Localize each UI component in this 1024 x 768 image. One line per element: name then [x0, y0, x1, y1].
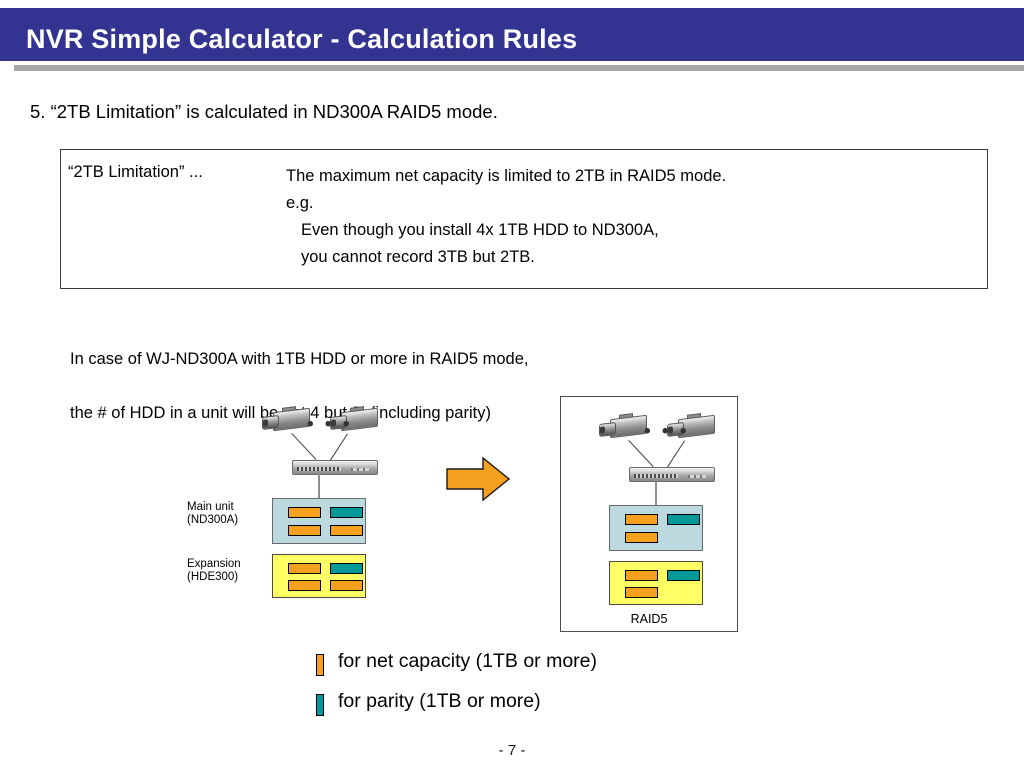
legend-label: for net capacity (1TB or more) — [338, 650, 598, 672]
hdd-net-capacity — [288, 580, 321, 591]
main-unit-label: Main unit (ND300A) — [187, 501, 239, 526]
hdd-net-capacity — [625, 570, 658, 581]
hdd-parity — [667, 570, 700, 581]
hdd-net-capacity — [625, 532, 658, 543]
hdd-net-capacity — [625, 587, 658, 598]
title-divider — [14, 64, 1024, 71]
camera-cable — [665, 440, 685, 471]
hdd-net-capacity — [288, 525, 321, 536]
definition-line-3: Even though you install 4x 1TB HDD to ND… — [301, 221, 659, 239]
page-number: - 7 - — [498, 742, 526, 759]
definition-line-4: you cannot record 3TB but 2TB. — [301, 248, 535, 266]
right-arrow-icon — [445, 456, 511, 507]
hdd-net-capacity — [288, 507, 321, 518]
net-capacity-swatch-icon — [316, 654, 324, 676]
camera-cable — [328, 433, 348, 464]
slide-title-bar — [0, 8, 1024, 61]
hdd-parity — [330, 507, 363, 518]
definition-line-2: e.g. — [286, 194, 314, 212]
main-unit-ND300A — [272, 498, 366, 544]
definition-box: “2TB Limitation” ... The maximum net cap… — [60, 149, 988, 289]
hdd-net-capacity — [330, 525, 363, 536]
raid-diagram: • • • Main unit (ND300A) Expansion (HDE3… — [0, 388, 1024, 648]
parity-swatch-icon — [316, 694, 324, 716]
raid5-caption: RAID5 — [630, 612, 668, 626]
switch-to-unit-cable — [318, 473, 320, 500]
switch-to-unit-cable — [655, 480, 657, 506]
rule-heading: 5. “2TB Limitation” is calculated in ND3… — [30, 101, 498, 122]
hdd-parity — [667, 514, 700, 525]
camera-ellipsis: • • • — [644, 421, 690, 442]
definition-body: The maximum net capacity is limited to 2… — [286, 163, 726, 271]
definition-line-1: The maximum net capacity is limited to 2… — [286, 167, 727, 185]
camera-cable — [291, 433, 317, 461]
hdd-parity — [330, 563, 363, 574]
legend-label: for parity (1TB or more) — [338, 690, 541, 712]
definition-term: “2TB Limitation” ... — [68, 163, 203, 181]
camera-ellipsis: • • • — [307, 414, 353, 435]
page-title: NVR Simple Calculator - Calculation Rule… — [26, 24, 578, 54]
camera-icon — [599, 413, 647, 439]
expansion-unit-HDE300 — [272, 554, 366, 598]
expansion-unit-HDE300 — [609, 561, 703, 605]
network-switch-icon — [629, 467, 715, 482]
camera-icon — [262, 406, 310, 432]
hdd-net-capacity — [288, 563, 321, 574]
hdd-net-capacity — [330, 580, 363, 591]
main-unit-ND300A — [609, 505, 703, 551]
note-line-1: In case of WJ-ND300A with 1TB HDD or mor… — [70, 350, 529, 368]
expansion-unit-label: Expansion (HDE300) — [187, 558, 241, 583]
hdd-net-capacity — [625, 514, 658, 525]
network-switch-icon — [292, 460, 378, 475]
camera-cable — [628, 440, 654, 468]
raid5-result-frame: • • • RAID5 — [560, 396, 738, 632]
